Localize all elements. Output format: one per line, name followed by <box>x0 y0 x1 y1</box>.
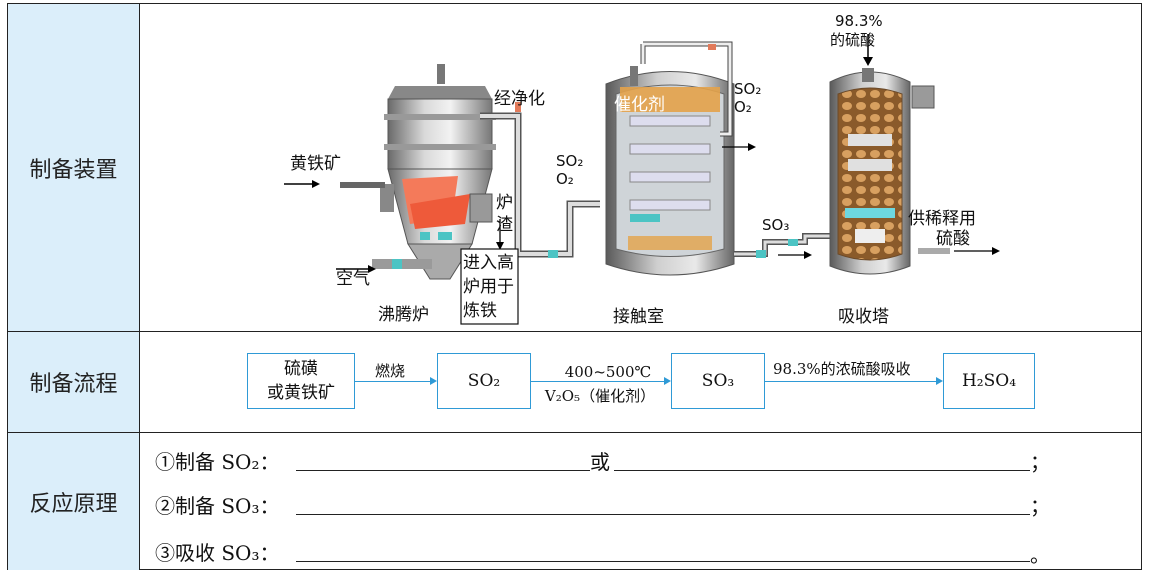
absorb-label: 98.3%的浓硫酸吸收 <box>773 360 911 378</box>
flow-arrow-1 <box>355 377 437 385</box>
boiling-furnace-drawing <box>284 64 600 325</box>
preparation-table: 制备装置 制备流程 反应原理 <box>7 3 1142 570</box>
output-label-1: 供稀释用 <box>908 209 976 229</box>
row-header-process: 制备流程 <box>8 332 139 432</box>
acid-in-label-1: 98.3% <box>835 12 883 30</box>
apparatus-header-text: 制备装置 <box>29 157 118 183</box>
flow-arrow-3 <box>765 377 943 385</box>
recycle-so2-label: SO₂ <box>734 80 762 98</box>
contact-chamber-drawing <box>605 41 830 276</box>
absorption-tower-drawing <box>829 34 1000 275</box>
condition-temperature: 400~500℃ <box>564 363 652 381</box>
so3-box-text: SO₃ <box>701 371 735 391</box>
slag-label: 炉渣 <box>496 193 513 235</box>
row-header-principle: 反应原理 <box>8 433 139 570</box>
flow-step-so3: SO₃ <box>671 353 765 409</box>
process-header-text: 制备流程 <box>29 372 118 397</box>
purified-label: 经净化 <box>494 89 545 109</box>
answer-blank-2[interactable] <box>296 514 1030 515</box>
boiling-furnace-name: 沸腾炉 <box>378 305 429 325</box>
output-label-2: 硫酸 <box>936 229 970 249</box>
row-divider-1 <box>8 331 1141 332</box>
reaction-line-2-label: ②制备 SO₃： <box>155 494 280 518</box>
condition-catalyst: V₂O₅（催化剂） <box>544 387 656 405</box>
reaction-line-3-label: ③吸收 SO₃： <box>155 541 280 565</box>
answer-blank-1b[interactable] <box>614 470 1030 471</box>
catalyst-label: 催化剂 <box>614 95 665 115</box>
flow-step-so2: SO₂ <box>437 353 531 409</box>
row-header-apparatus: 制备装置 <box>8 4 139 331</box>
contact-chamber-name: 接触室 <box>613 307 664 327</box>
absorption-tower-name: 吸收塔 <box>838 307 889 327</box>
row-divider-2 <box>8 432 1141 433</box>
recycle-o2-label: O₂ <box>734 98 752 116</box>
inlet-so2-label: SO₂ <box>556 152 584 170</box>
principle-header-text: 反应原理 <box>29 491 118 517</box>
slag-note: 进入高炉用于炼铁 <box>463 253 514 321</box>
raw-material-line2: 或黄铁矿 <box>267 383 335 403</box>
reaction-or-text: 或 <box>590 450 610 474</box>
answer-blank-3[interactable] <box>296 561 1030 562</box>
h2so4-box-text: H₂SO₄ <box>961 371 1017 391</box>
acid-in-label-2: 的硫酸 <box>830 31 876 49</box>
flow-arrow-2 <box>531 377 671 385</box>
reaction-line-2-end: ； <box>1030 494 1050 518</box>
reaction-line-3-end: 。 <box>1030 543 1050 567</box>
inlet-o2-label: O₂ <box>556 170 574 188</box>
so3-pipe-label: SO₃ <box>762 216 790 234</box>
flow-step-raw-material: 硫磺 或黄铁矿 <box>247 353 355 409</box>
flow-step-h2so4: H₂SO₄ <box>943 353 1035 409</box>
air-label: 空气 <box>336 269 370 289</box>
column-divider <box>139 4 140 569</box>
answer-blank-1a[interactable] <box>296 470 590 471</box>
pyrite-feed-label: 黄铁矿 <box>290 154 341 174</box>
apparatus-figure <box>284 34 1000 325</box>
so2-box-text: SO₂ <box>467 371 501 391</box>
raw-material-line1: 硫磺 <box>284 359 318 379</box>
burn-label: 燃烧 <box>375 362 406 380</box>
reaction-line-1-label: ①制备 SO₂： <box>155 450 280 474</box>
reaction-line-1-end: ； <box>1030 450 1050 474</box>
